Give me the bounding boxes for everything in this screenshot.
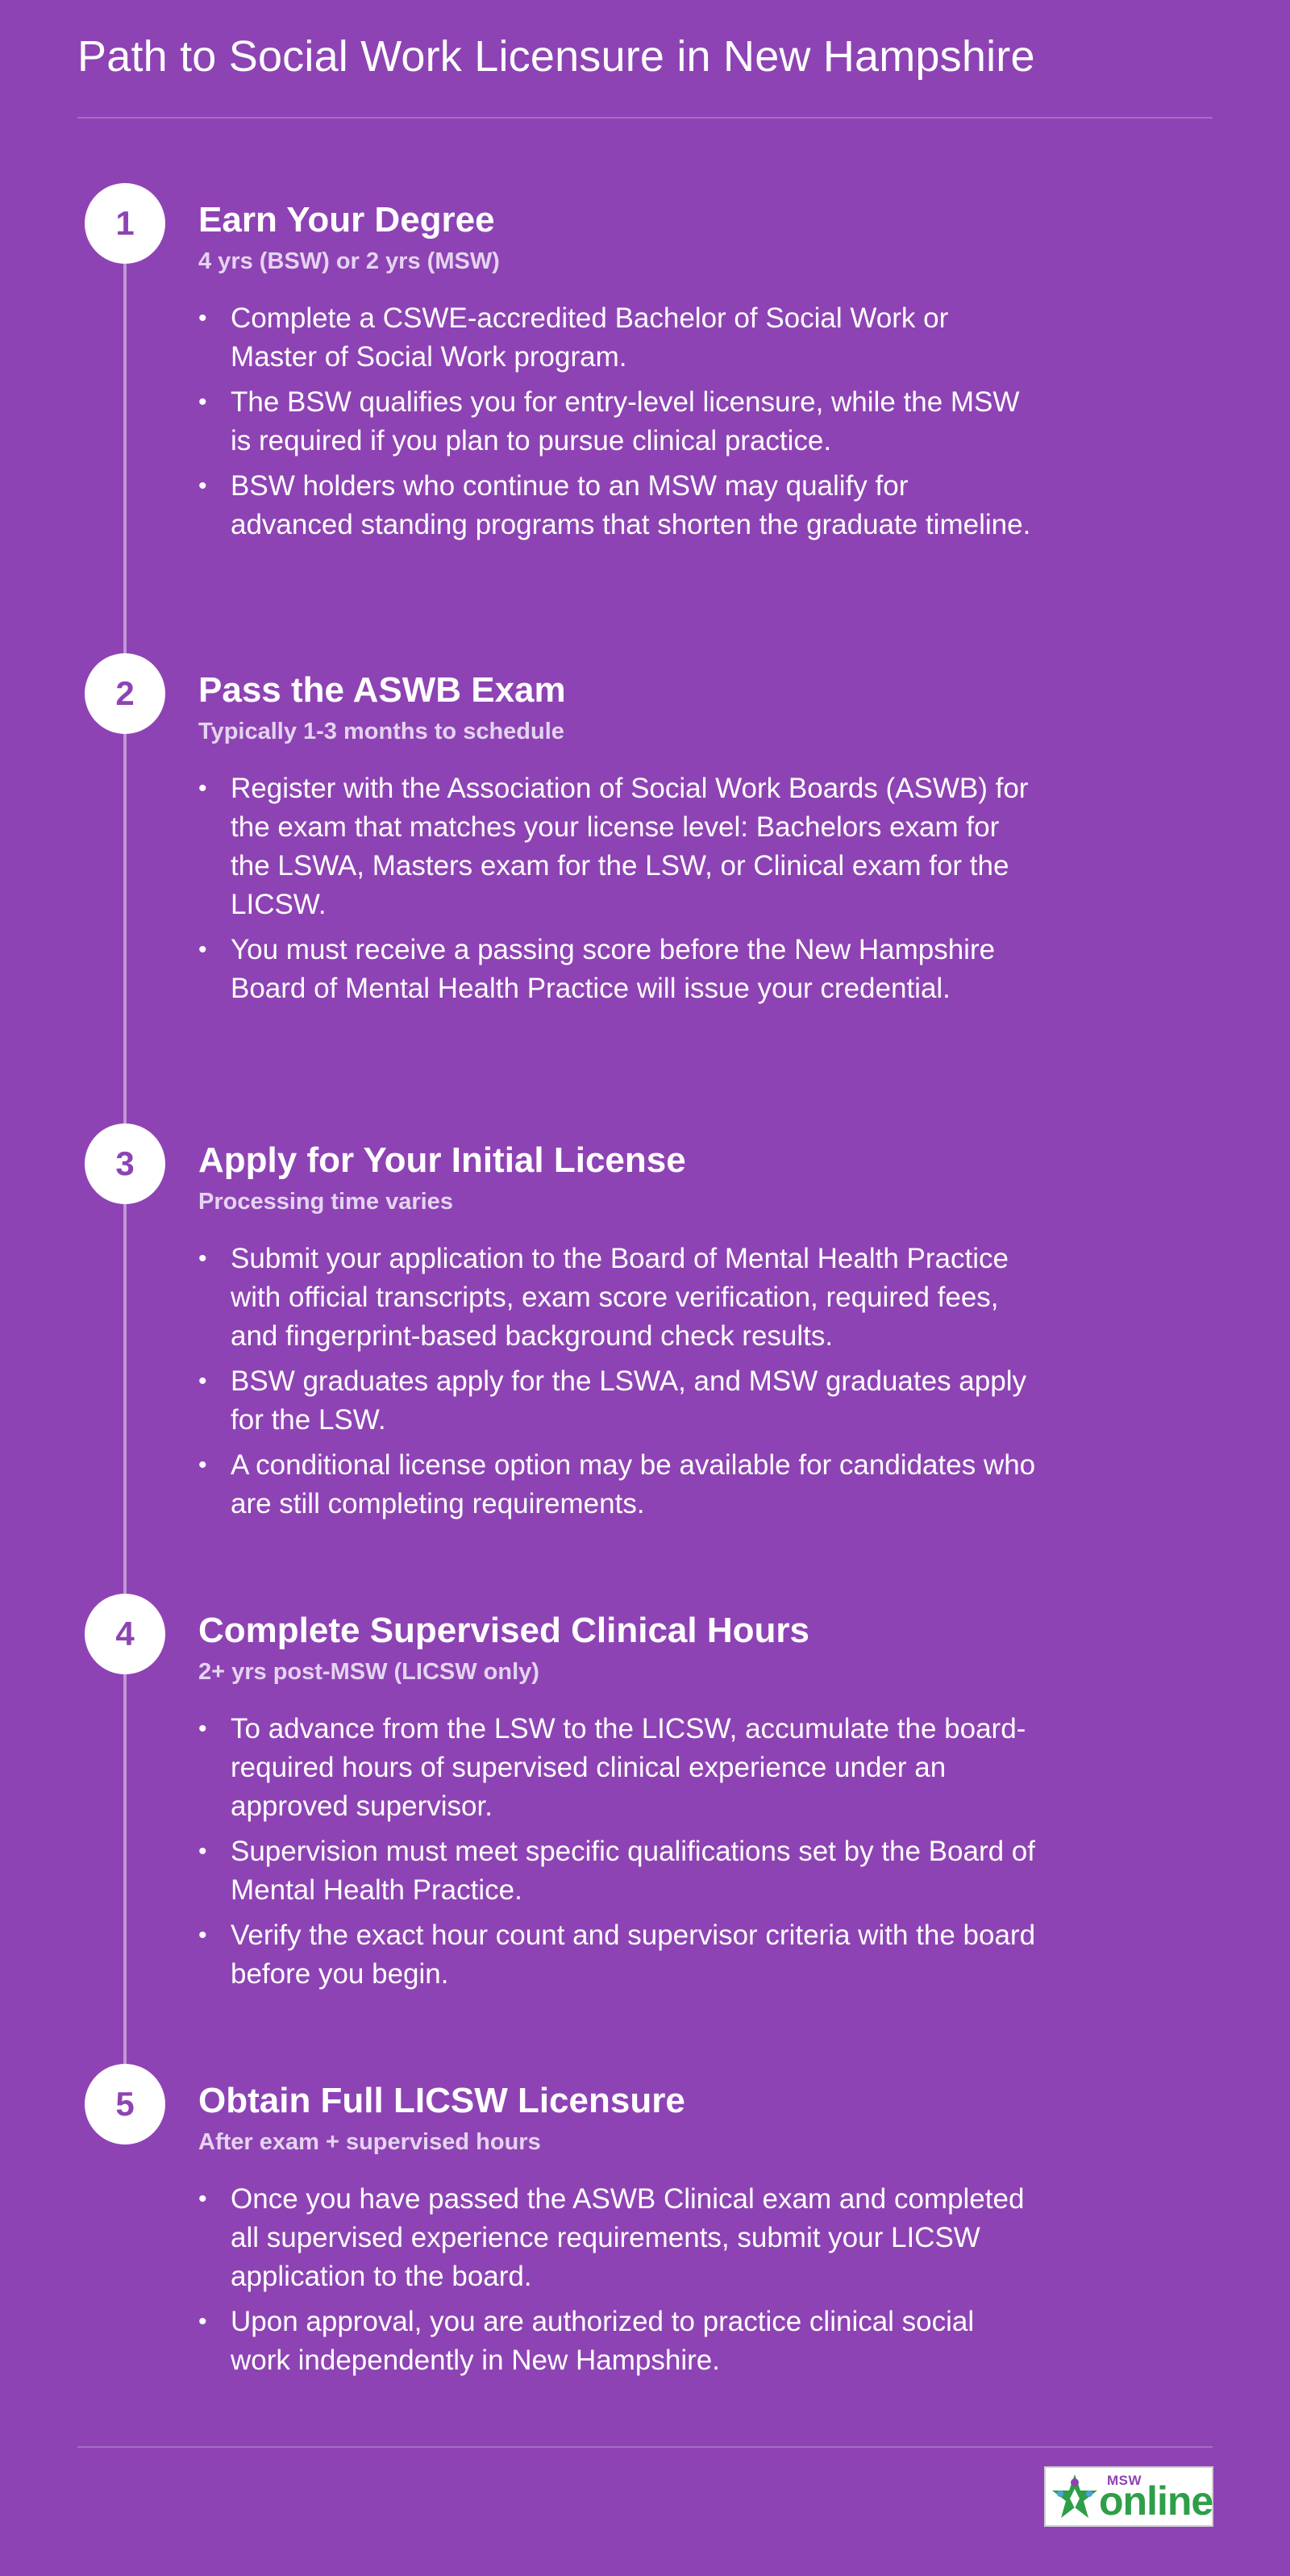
step-content: Obtain Full LICSW Licensure After exam +… [198, 2064, 1037, 2386]
step-number-badge: 1 [85, 183, 165, 264]
step-number-badge: 4 [85, 1594, 165, 1674]
step-bullet: Once you have passed the ASWB Clinical e… [198, 2180, 1037, 2296]
step-title: Pass the ASWB Exam [198, 670, 566, 710]
step-bullet-list: To advance from the LSW to the LICSW, ac… [198, 1710, 1037, 1994]
logo-msw-text: MSW [1107, 2473, 1142, 2488]
step-content: Pass the ASWB Exam Typically 1-3 months … [198, 653, 1037, 1015]
step-bullet: Upon approval, you are authorized to pra… [198, 2303, 1037, 2380]
top-divider [77, 117, 1213, 119]
step-bullet-list: Once you have passed the ASWB Clinical e… [198, 2180, 1037, 2380]
step-bullet-list: Complete a CSWE-accredited Bachelor of S… [198, 299, 1037, 544]
step-bullet: Supervision must meet specific qualifica… [198, 1832, 1037, 1910]
step-bullet-list: Submit your application to the Board of … [198, 1240, 1037, 1524]
step-bullet: You must receive a passing score before … [198, 931, 1037, 1008]
step-duration: 4 yrs (BSW) or 2 yrs (MSW) [198, 248, 500, 274]
page-title: Path to Social Work Licensure in New Ham… [77, 32, 1035, 81]
step-title: Obtain Full LICSW Licensure [198, 2081, 685, 2120]
step-title: Apply for Your Initial License [198, 1140, 686, 1180]
step-title: Earn Your Degree [198, 200, 495, 240]
step-bullet: Register with the Association of Social … [198, 769, 1037, 924]
bottom-divider [77, 2446, 1213, 2448]
step-number-badge: 5 [85, 2064, 165, 2145]
step-duration: 2+ yrs post-MSW (LICSW only) [198, 1658, 539, 1685]
step-duration: Typically 1-3 months to schedule [198, 718, 564, 744]
step-content: Complete Supervised Clinical Hours 2+ yr… [198, 1594, 1037, 2000]
step-bullet: Verify the exact hour count and supervis… [198, 1916, 1037, 1994]
logo-online-text: online [1099, 2478, 1213, 2524]
step-duration: After exam + supervised hours [198, 2128, 541, 2155]
step-bullet: BSW holders who continue to an MSW may q… [198, 467, 1037, 544]
msw-online-logo: MSW online [1044, 2466, 1213, 2527]
step-bullet: The BSW qualifies you for entry-level li… [198, 383, 1037, 461]
step-content: Apply for Your Initial License Processin… [198, 1123, 1037, 1530]
step-content: Earn Your Degree 4 yrs (BSW) or 2 yrs (M… [198, 183, 1037, 551]
step-bullet-list: Register with the Association of Social … [198, 769, 1037, 1008]
step-bullet: BSW graduates apply for the LSWA, and MS… [198, 1362, 1037, 1440]
step-number-badge: 3 [85, 1123, 165, 1204]
step-title: Complete Supervised Clinical Hours [198, 1611, 809, 1650]
step-bullet: Complete a CSWE-accredited Bachelor of S… [198, 299, 1037, 377]
step-number-badge: 2 [85, 653, 165, 734]
step-bullet: Submit your application to the Board of … [198, 1240, 1037, 1356]
star-people-icon [1052, 2474, 1097, 2518]
step-bullet: A conditional license option may be avai… [198, 1446, 1037, 1524]
step-duration: Processing time varies [198, 1188, 453, 1215]
step-bullet: To advance from the LSW to the LICSW, ac… [198, 1710, 1037, 1826]
